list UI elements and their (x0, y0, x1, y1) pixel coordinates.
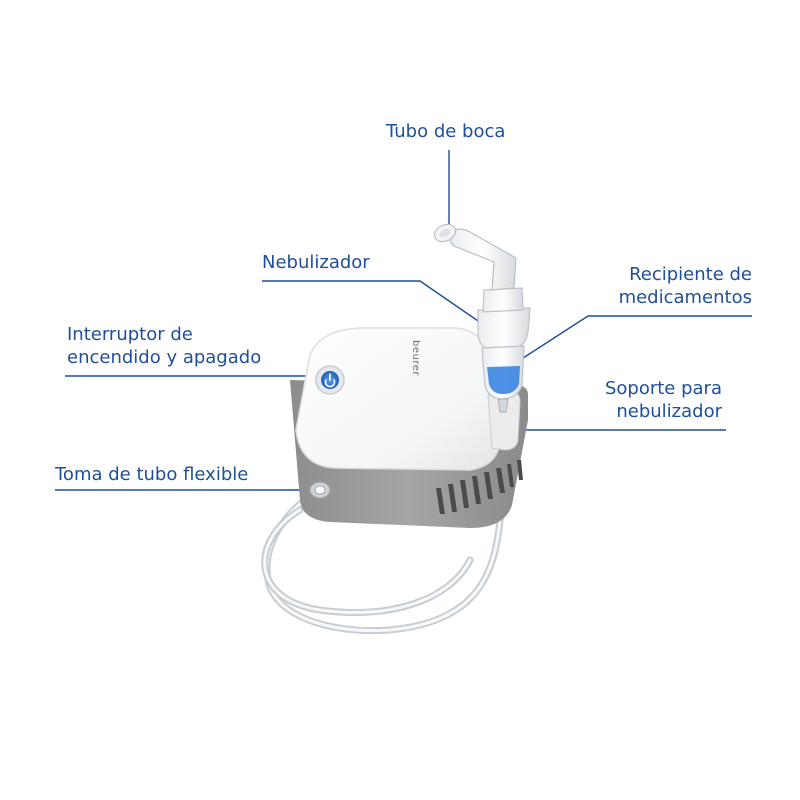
leader-line-medication-container (519, 315, 752, 361)
callout-nebulizer-holder: Soporte para nebulizador (604, 378, 722, 422)
brand-logo: beurer (410, 340, 421, 376)
callout-power-switch: Interruptor de encendido y apagado (67, 324, 262, 368)
mouthpiece (433, 223, 517, 291)
nebulizer-chamber (477, 287, 531, 351)
medication-container (481, 345, 525, 413)
callout-medication-container: Recipiente de medicamentos (618, 264, 752, 308)
power-switch[interactable] (315, 365, 345, 395)
compressor-cover (295, 327, 501, 471)
tube-connector (309, 481, 331, 499)
callout-tube-connector: Toma de tubo flexible (55, 464, 249, 485)
vent-slots (436, 460, 523, 514)
callout-mouthpiece: Tubo de boca (386, 121, 506, 142)
leader-lines (55, 150, 752, 491)
leader-line-nebulizer (262, 280, 482, 324)
callout-nebulizer: Nebulizador (262, 252, 370, 273)
